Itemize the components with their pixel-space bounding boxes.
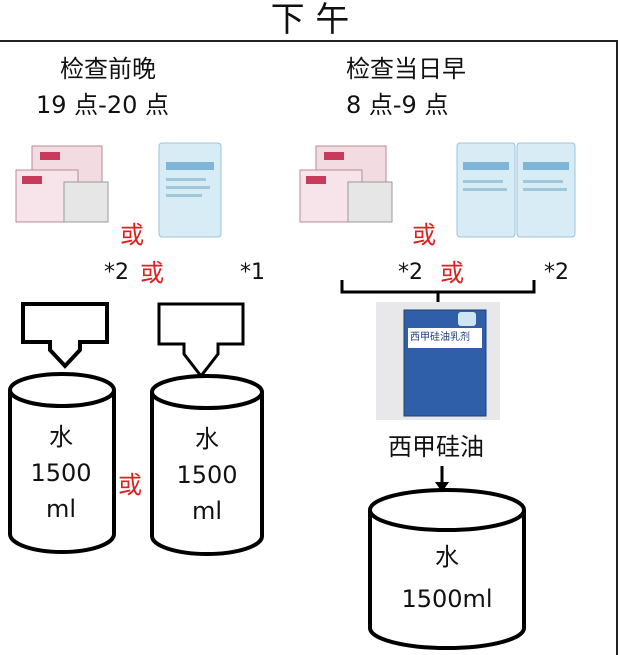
sachet-image-right — [456, 142, 576, 238]
left-time: 19 点-20 点 — [36, 91, 169, 119]
or-text: 或 — [440, 259, 464, 287]
page-title: 下 午 — [270, 0, 350, 40]
right-time: 8 点-9 点 — [346, 91, 449, 119]
cylinder-amount: 1500 — [30, 459, 92, 487]
laxative-box-image-right — [299, 145, 393, 223]
right-border — [616, 40, 618, 655]
water-cylinder — [8, 372, 116, 554]
cylinder-label: 水 — [435, 543, 459, 571]
cylinder-label: 水 — [195, 425, 219, 453]
or-text: 或 — [412, 221, 436, 249]
laxative-box-image-left — [15, 145, 109, 223]
sachet-image-left — [158, 142, 222, 238]
cylinder-unit: ml — [45, 495, 77, 523]
simethicone-label: 西甲硅油 — [388, 433, 484, 461]
right-heading: 检查当日早 — [346, 55, 466, 83]
multiplier-label: *2 — [104, 260, 129, 285]
water-cylinder — [150, 374, 264, 556]
or-text: 或 — [140, 259, 164, 287]
down-arrow-icon — [21, 302, 109, 369]
multiplier-label: *1 — [240, 260, 265, 285]
title-divider — [0, 40, 618, 42]
cylinder-unit: ml — [191, 497, 223, 525]
cylinder-amount: 1500ml — [401, 585, 493, 613]
simethicone-box-text: 西甲硅油乳剂 — [410, 332, 470, 343]
water-cylinder — [368, 488, 526, 650]
simethicone-photo: 西甲硅油乳剂 — [376, 302, 500, 420]
down-arrow-icon — [157, 302, 245, 379]
cylinder-amount: 1500 — [176, 461, 238, 489]
cylinder-label: 水 — [49, 423, 73, 451]
or-text: 或 — [120, 221, 144, 249]
or-text: 或 — [118, 471, 142, 499]
left-heading: 检查前晚 — [60, 55, 156, 83]
arrow-down-icon — [435, 466, 449, 492]
multiplier-label: *2 — [398, 260, 423, 285]
multiplier-label: *2 — [544, 260, 569, 285]
